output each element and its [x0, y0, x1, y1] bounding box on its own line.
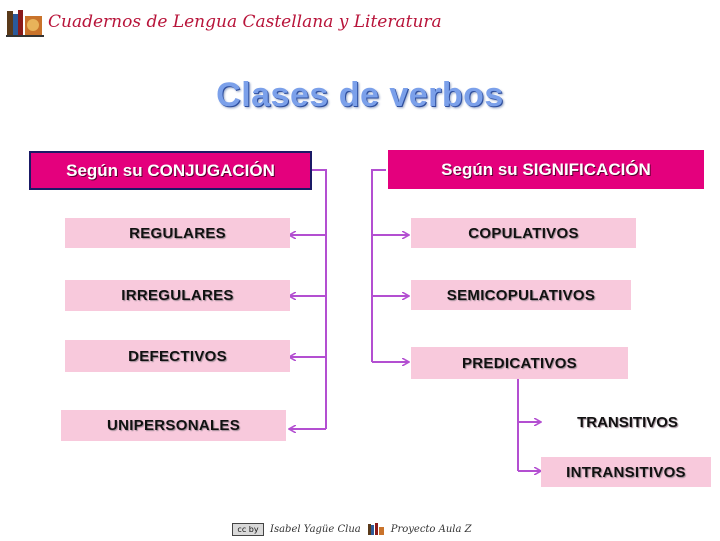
page-title: Clases de verbos [216, 76, 504, 114]
item-semicopulativos-label: SEMICOPULATIVOS [446, 286, 596, 304]
item-defectivos-label: DEFECTIVOS [128, 347, 227, 365]
item-irregulares-label: IRREGULARES [121, 287, 234, 304]
item-regulares-label: REGULARES [129, 224, 226, 242]
item-transitivos: TRANSITIVOS [545, 408, 710, 436]
item-copulativos-label: COPULATIVOS [468, 224, 579, 242]
books-logo-icon [6, 8, 44, 38]
footer-project: Proyecto Aula Z [390, 523, 472, 535]
books-small-icon [367, 522, 385, 536]
significacion-heading: Según su SIGNIFICACIÓN [388, 150, 704, 189]
conjugacion-heading: Según su CONJUGACIÓN [29, 151, 312, 190]
item-copulativos: COPULATIVOS [411, 218, 636, 248]
item-irregulares: IRREGULARES [65, 280, 290, 311]
item-defectivos: DEFECTIVOS [65, 340, 290, 372]
right-connector-trunk [371, 169, 386, 362]
item-unipersonales: UNIPERSONALES [61, 410, 286, 441]
conjugacion-heading-label: Según su CONJUGACIÓN [66, 160, 275, 180]
significacion-heading-label: Según su SIGNIFICACIÓN [441, 159, 651, 179]
item-regulares: REGULARES [65, 218, 290, 248]
item-unipersonales-label: UNIPERSONALES [106, 417, 241, 434]
left-connector-trunk [312, 169, 327, 429]
footer-credit: Isabel Yagüe Clua [270, 523, 361, 535]
site-title: Cuadernos de Lengua Castellana y Literat… [48, 12, 442, 32]
item-intransitivos: INTRANSITIVOS [541, 457, 711, 487]
item-semicopulativos: SEMICOPULATIVOS [411, 280, 631, 310]
creative-commons-badge-icon: cc by [232, 522, 264, 536]
footer-credits: cc by Isabel Yagüe Clua Proyecto Aula Z [232, 521, 472, 537]
item-predicativos: PREDICATIVOS [411, 347, 628, 379]
item-transitivos-label: TRANSITIVOS [577, 413, 678, 431]
item-predicativos-label: PREDICATIVOS [461, 354, 577, 372]
item-intransitivos-label: INTRANSITIVOS [566, 463, 686, 481]
